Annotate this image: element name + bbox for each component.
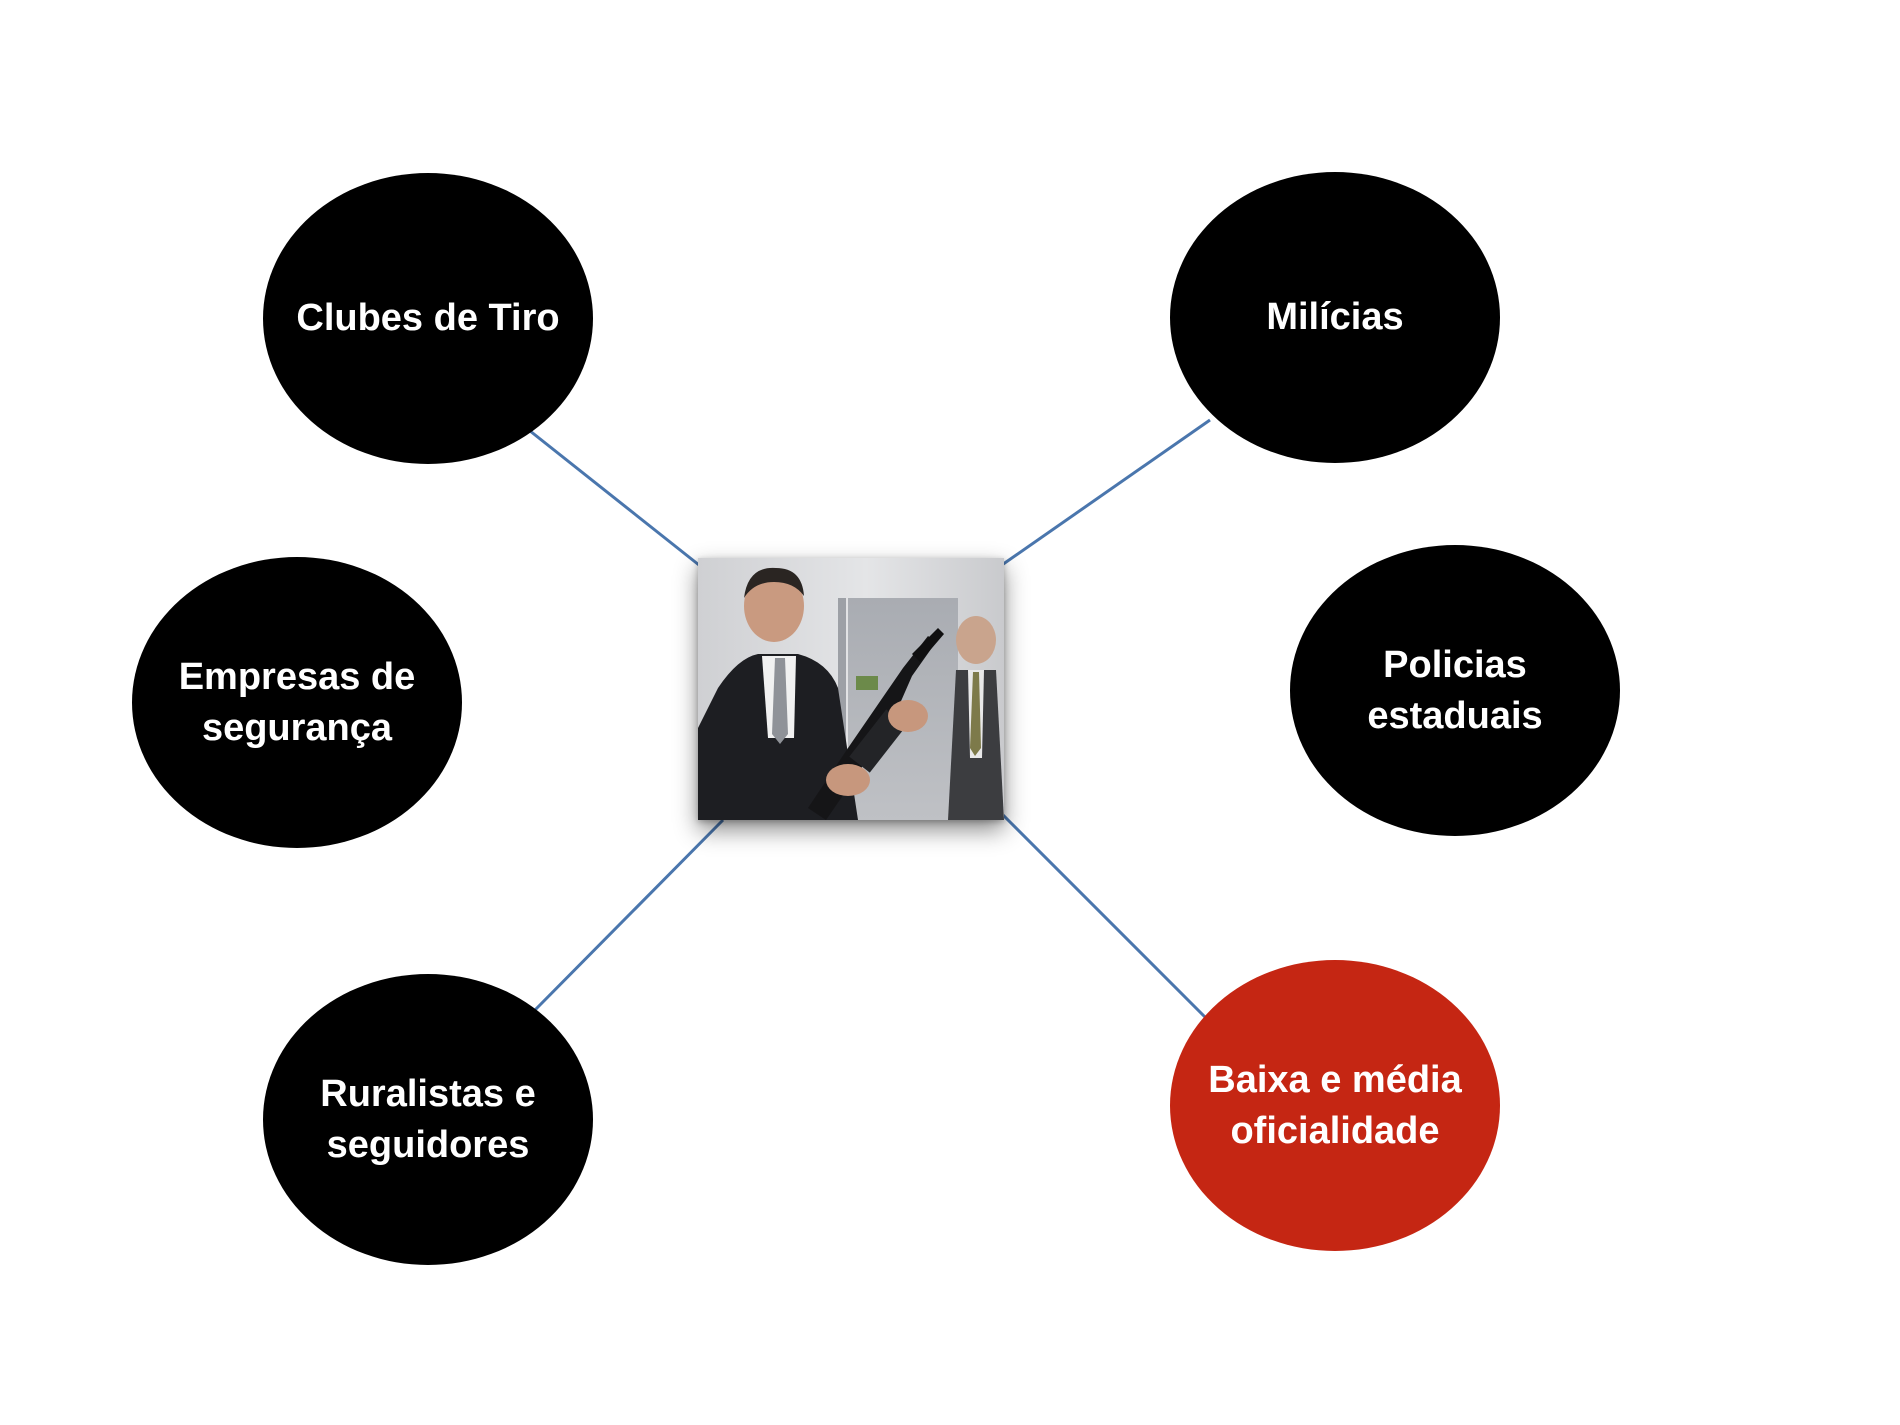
node-empresas-de-seguranca: Empresas de segurança [132, 557, 462, 848]
connector-milicias [998, 418, 1211, 569]
node-baixa-e-media-oficialidade: Baixa e média oficialidade [1170, 960, 1500, 1251]
node-ruralistas-e-seguidores: Ruralistas e seguidores [263, 974, 593, 1265]
node-label: Empresas de segurança [178, 656, 416, 749]
connector-clubes [519, 421, 700, 567]
node-label: Ruralistas e seguidores [320, 1073, 536, 1166]
node-policias-estaduais: Policias estaduais [1290, 545, 1620, 836]
node-label: Clubes de Tiro [296, 297, 560, 340]
node-label: Policias estaduais [1367, 644, 1543, 737]
node-label: Milícias [1266, 296, 1404, 339]
connector-ruralistas [533, 818, 725, 1012]
man-with-rifle-picture [698, 558, 1004, 820]
connector-baixa [996, 808, 1208, 1020]
node-label: Baixa e média oficialidade [1208, 1059, 1462, 1152]
node-clubes-de-tiro: Clubes de Tiro [263, 173, 593, 464]
center-photo [698, 558, 1004, 820]
node-milicias: Milícias [1170, 172, 1500, 463]
